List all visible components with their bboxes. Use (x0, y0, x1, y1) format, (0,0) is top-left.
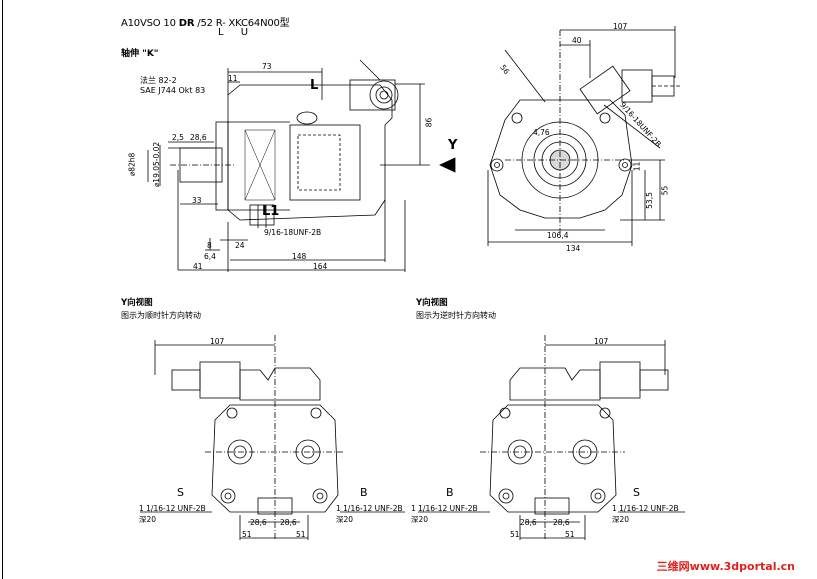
dim-11: 11 (228, 74, 238, 83)
right-depth-B: 深20 (411, 515, 429, 524)
valve-screw (369, 80, 399, 110)
dim-2-5: 2,5 (172, 133, 184, 142)
ccw-valve-cap (639, 369, 669, 391)
dim-134: 134 (566, 244, 581, 253)
dim-Y-51-left-b: 51 (296, 530, 306, 539)
dim-41: 41 (193, 262, 203, 271)
left-view-caption: 图示为顺时针方向转动 (121, 311, 201, 320)
right-port-B-label: B (446, 486, 454, 499)
thread-L1: 9/16-18UNF-2B (264, 228, 322, 237)
left-thread-B: 1 1/16-12 UNF-2B (336, 504, 403, 513)
dim-53-5: 53,5 (644, 192, 654, 209)
dim-8: 8 (207, 241, 212, 250)
dim-73: 73 (262, 62, 272, 71)
left-thread-S: 1 1/16-12 UNF-2B (139, 504, 206, 513)
front-valve (579, 65, 631, 115)
dim-Y-107-right: 107 (594, 337, 609, 346)
dim-Y-28-6-right-a: 28,6 (520, 518, 537, 527)
dim-4-76: 4,76 (533, 128, 550, 137)
dim-Y-28-6-left-a: 28,6 (250, 518, 267, 527)
flange-label: 法兰 82-2 (140, 76, 177, 85)
y-view-counterclockwise (418, 335, 685, 540)
right-depth-S: 深20 (612, 515, 630, 524)
right-thread-S: 1 1/16-12 UNF-2B (612, 504, 679, 513)
dim-11-front: 11 (632, 161, 642, 172)
port-L-label: L (310, 78, 319, 93)
model-code-suffix: L U (218, 27, 249, 38)
right-port-S-label: S (633, 486, 640, 499)
dim-Y-51-right-a: 51 (510, 530, 520, 539)
cw-housing (211, 404, 339, 513)
front-housing (489, 99, 633, 219)
dim-shaft-dia-19: ⌀19.05-0.02 (152, 141, 162, 188)
left-depth-B: 深20 (336, 515, 354, 524)
dim-164: 164 (313, 262, 328, 271)
dim-Y-51-left-a: 51 (242, 530, 252, 539)
dim-6-4: 6,4 (204, 252, 216, 261)
left-view-title: Y向视图 (121, 298, 153, 308)
dim-106-4: 106,4 (547, 231, 569, 240)
view-arrow-Y-label: Y (448, 138, 458, 153)
y-view-clockwise (140, 335, 405, 540)
shaft-label: 轴伸 "K" (121, 49, 159, 59)
left-port-S-label: S (177, 486, 184, 499)
port-L1-body (249, 204, 275, 226)
right-view-caption: 图示为逆时针方向转动 (416, 311, 496, 320)
pump-body (227, 84, 393, 221)
dim-Y-107-left: 107 (210, 337, 225, 346)
left-depth-S: 深20 (139, 515, 157, 524)
port-plate (289, 124, 361, 201)
dim-148: 148 (292, 252, 307, 261)
dim-Y-51-right-b: 51 (565, 530, 575, 539)
model-code: A10VSO 10 DR /52 R- XKC64N00型 (121, 18, 290, 29)
dim-33: 33 (192, 196, 202, 205)
frame-border (2, 0, 3, 579)
right-view-title: Y向视图 (416, 298, 448, 308)
dim-107-front: 107 (613, 22, 628, 31)
left-port-B-label: B (360, 486, 368, 499)
dim-28-6-shaft: 28,6 (190, 133, 207, 142)
control-valve (349, 79, 396, 111)
port-L-circle (296, 111, 318, 125)
right-thread-B: 1 1/16-12 UNF-2B (411, 504, 478, 513)
dim-86: 86 (424, 117, 434, 128)
dim-24: 24 (235, 241, 245, 250)
cw-valve-cap (171, 369, 201, 391)
ccw-housing (489, 404, 617, 513)
dim-55: 55 (660, 185, 670, 196)
dim-Y-28-6-left-b: 28,6 (280, 518, 297, 527)
side-view (147, 59, 456, 272)
sae-label: SAE J744 Okt 83 (140, 86, 206, 95)
front-view (487, 26, 680, 246)
dim-40: 40 (572, 36, 582, 45)
watermark: 三维网www.3dportal.cn (656, 560, 795, 573)
dim-shaft-dia-82: ⌀82h8 (127, 152, 137, 177)
port-L1-label: L1 (262, 204, 280, 219)
dim-Y-28-6-right-b: 28,6 (553, 518, 570, 527)
